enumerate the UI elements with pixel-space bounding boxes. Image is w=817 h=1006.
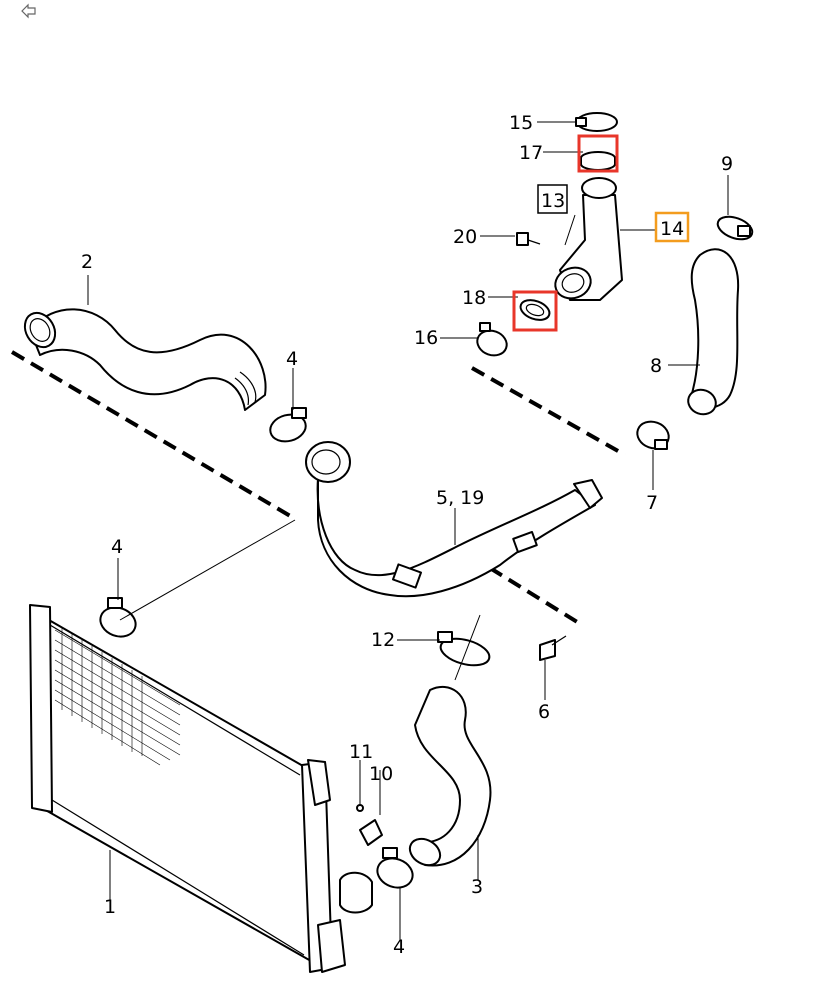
label-8[interactable]: 8 — [650, 355, 662, 377]
label-12[interactable]: 12 — [371, 629, 395, 651]
intercooler[interactable] — [29, 604, 373, 973]
label-15[interactable]: 15 — [509, 112, 533, 134]
box-13 — [537, 184, 568, 214]
back-button[interactable] — [20, 3, 38, 19]
pipe-part-5-19[interactable] — [305, 441, 603, 598]
fastener-part-11[interactable] — [356, 804, 364, 812]
bolt-part-20[interactable] — [516, 232, 541, 246]
seal-ring-part-17[interactable] — [580, 151, 616, 171]
clamp-part-12[interactable] — [437, 631, 493, 670]
label-5-19[interactable]: 5, 19 — [436, 487, 484, 509]
label-1[interactable]: 1 — [104, 896, 116, 918]
elbow-part-14[interactable] — [551, 177, 623, 303]
highlight-box-17 — [577, 134, 619, 173]
label-7[interactable]: 7 — [646, 492, 658, 514]
hose-part-3[interactable] — [405, 685, 492, 871]
clamp-part-7[interactable] — [634, 417, 673, 452]
label-4a[interactable]: 4 — [286, 348, 298, 370]
label-3[interactable]: 3 — [471, 876, 483, 898]
label-20[interactable]: 20 — [453, 226, 477, 248]
intercooler-fins — [54, 628, 181, 766]
label-4c[interactable]: 4 — [393, 936, 405, 958]
label-9[interactable]: 9 — [721, 153, 733, 175]
highlight-box-14 — [654, 211, 690, 243]
clamp-part-16[interactable] — [474, 322, 510, 359]
clamp-part-4c[interactable] — [373, 847, 416, 892]
dashed-line-top-right — [471, 366, 626, 457]
bolt-part-6[interactable] — [539, 635, 567, 661]
label-4b[interactable]: 4 — [111, 536, 123, 558]
label-2[interactable]: 2 — [81, 251, 93, 273]
highlight-box-18 — [512, 290, 558, 332]
clamp-part-9[interactable] — [715, 212, 756, 243]
seal-ring-part-18[interactable] — [518, 296, 552, 323]
clamp-part-4b[interactable] — [96, 597, 139, 641]
label-16[interactable]: 16 — [414, 327, 438, 349]
dashed-line-left — [10, 350, 294, 519]
label-6[interactable]: 6 — [538, 701, 550, 723]
back-arrow-icon — [21, 3, 36, 19]
label-13[interactable]: 13 — [541, 190, 565, 212]
hose-part-8[interactable] — [685, 248, 740, 418]
clamp-part-4a[interactable] — [267, 407, 309, 445]
dashed-line-lower — [488, 566, 584, 627]
label-10[interactable]: 10 — [369, 763, 393, 785]
label-18[interactable]: 18 — [462, 287, 486, 309]
clamp-part-15[interactable] — [575, 112, 618, 132]
hose-part-2[interactable] — [19, 307, 267, 411]
label-17[interactable]: 17 — [519, 142, 543, 164]
label-11[interactable]: 11 — [349, 741, 373, 763]
label-14[interactable]: 14 — [660, 218, 684, 240]
bracket-part-10[interactable] — [359, 819, 383, 846]
